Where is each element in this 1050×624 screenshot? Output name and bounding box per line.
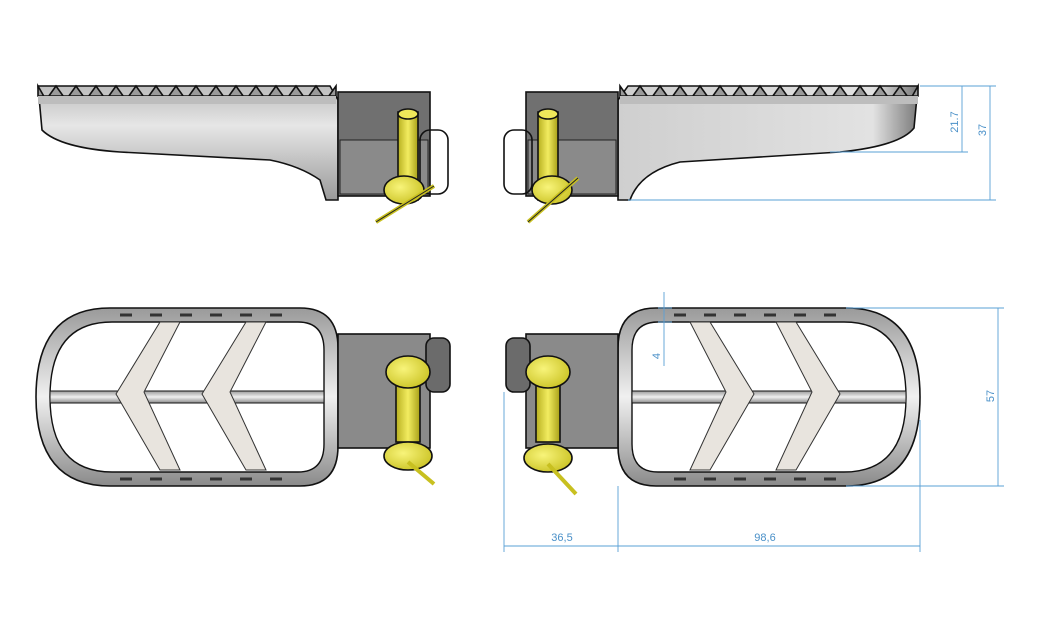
- insert-right-2: [775, 321, 841, 471]
- bracket-loop-top-left: [425, 337, 451, 393]
- center-rail-right: [631, 390, 907, 404]
- dimension-side-height: 37: [628, 85, 996, 201]
- pin-washer-top-left: [383, 441, 433, 471]
- center-rail-left: [49, 390, 325, 404]
- pin-washer-left: [383, 175, 425, 205]
- side-view-right: 21.7 37: [503, 82, 996, 224]
- cotter-top-right: [546, 462, 578, 496]
- dimension-bracket-length: 36,5: [503, 392, 619, 552]
- dim-label-bracket-length: 36,5: [551, 532, 572, 544]
- peg-body-side-left: [37, 85, 339, 201]
- dim-label-overall-width: 57: [985, 390, 997, 402]
- insert-left-1: [115, 321, 181, 471]
- insert-left-2: [201, 321, 267, 471]
- dim-label-side-height: 37: [977, 124, 989, 136]
- pin-washer-top-right: [523, 443, 573, 473]
- pin-cap-left: [397, 108, 419, 120]
- dim-label-peg-length: 98,6: [754, 532, 775, 544]
- insert-right-1: [689, 321, 755, 471]
- bracket-loop-top-right: [505, 337, 531, 393]
- dimension-tooth-depth: 4: [651, 292, 672, 366]
- teeth-band-right: [620, 96, 918, 104]
- cotter-outline-left: [375, 185, 435, 223]
- bracket-loop-left: [419, 129, 449, 195]
- bracket-loop-right: [503, 129, 533, 195]
- dimension-peg-length: 98,6: [618, 420, 921, 552]
- pin-cap-right: [537, 108, 559, 120]
- pin-cap-top-right: [525, 355, 571, 389]
- pin-washer-right: [531, 175, 573, 205]
- dim-label-tooth-depth: 4: [651, 353, 663, 359]
- dim-label-pin-offset: 21.7: [949, 111, 961, 132]
- pin-cap-top-left: [385, 355, 431, 389]
- top-view-left: [35, 307, 451, 487]
- top-view-right: 4 57 36,5 98,6: [503, 292, 1004, 552]
- frame-teeth-left: [120, 313, 282, 481]
- dimension-pin-offset: 21.7: [830, 85, 968, 153]
- frame-teeth-right: [674, 313, 836, 481]
- side-view-left: [37, 82, 449, 224]
- cotter-outline-right: [527, 177, 579, 223]
- dimension-overall-width: 57: [846, 307, 1004, 487]
- cotter-top-left: [406, 460, 436, 486]
- teeth-band-left: [38, 96, 336, 104]
